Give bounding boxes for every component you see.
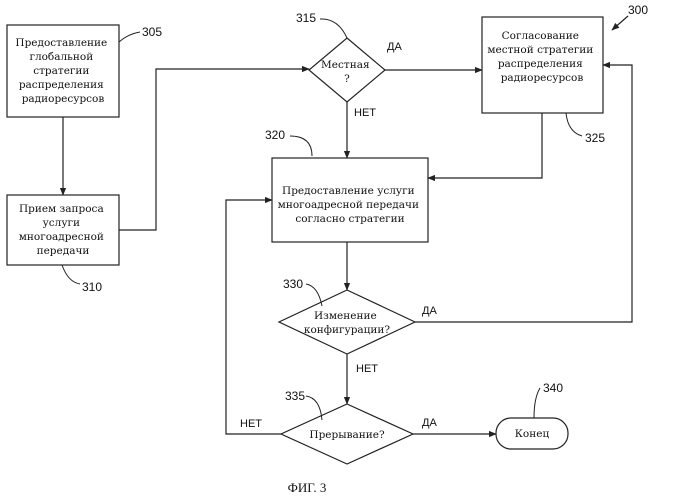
box-305-ref: 305 xyxy=(142,25,162,39)
box-325-leader xyxy=(566,113,582,136)
box-325-negotiate-local: Согласование местной стратегии распредел… xyxy=(482,17,605,145)
terminal-340-ref: 340 xyxy=(543,381,563,395)
decision-315-ref: 315 xyxy=(296,11,316,25)
decision-315-local: Местная ? 315 xyxy=(296,11,385,102)
terminal-340-leader xyxy=(534,388,540,418)
decision-335-label: Прерывание? xyxy=(309,429,385,441)
edge-label-315-yes: ДА xyxy=(387,41,402,53)
edge-label-330-yes: ДА xyxy=(422,305,437,317)
edge-label-330-no: НЕТ xyxy=(356,363,378,375)
box-320-label: Предоставление услуги многоадресной пере… xyxy=(278,185,423,225)
box-325-ref: 325 xyxy=(585,131,605,145)
figure-ref-arrow xyxy=(612,16,628,30)
box-320-leader xyxy=(290,136,312,156)
edge-label-335-no: НЕТ xyxy=(240,418,262,430)
decision-330-ref: 330 xyxy=(283,277,303,291)
figure-number: 300 xyxy=(628,3,648,17)
box-310-ref: 310 xyxy=(82,280,102,294)
edge-label-335-yes: ДА xyxy=(422,417,437,429)
decision-315-leader xyxy=(320,19,347,38)
edge-325-to-320 xyxy=(428,113,542,178)
terminal-340-end: Конец 340 xyxy=(496,381,568,449)
figure-caption: ФИГ. 3 xyxy=(288,480,327,495)
box-320-ref: 320 xyxy=(265,128,285,142)
box-305-provide-global-strategy: Предоставление глобальной стратегии расп… xyxy=(7,25,162,117)
edge-label-315-no: НЕТ xyxy=(354,107,376,119)
box-310-leader xyxy=(62,265,80,284)
figure-ref-300: 300 xyxy=(612,3,648,30)
decision-335-ref: 335 xyxy=(285,389,305,403)
terminal-340-label: Конец xyxy=(515,428,550,440)
decision-330-shape xyxy=(279,290,415,354)
box-305-leader xyxy=(119,32,140,42)
box-310-receive-request: Прием запроса услуги многоадресной перед… xyxy=(7,195,119,294)
